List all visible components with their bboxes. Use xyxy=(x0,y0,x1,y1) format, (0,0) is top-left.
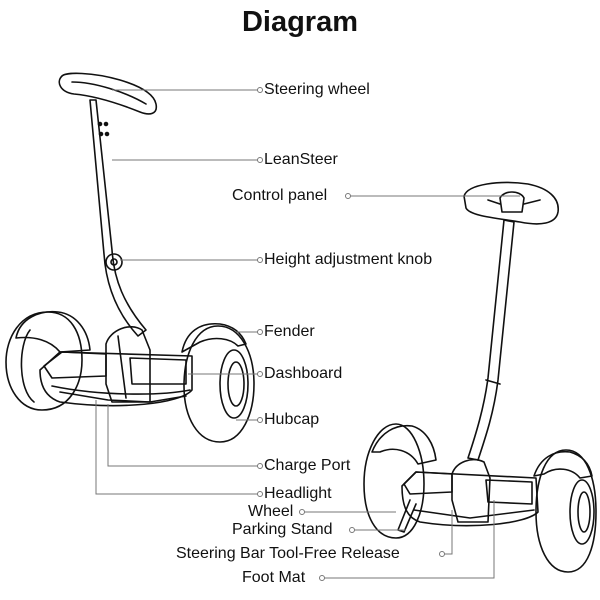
left-scooter xyxy=(5,72,255,443)
left-column-line xyxy=(117,335,127,399)
leader-foot-mat xyxy=(322,500,495,579)
label-parking-stand: Parking Stand xyxy=(232,521,333,538)
left-front-fender xyxy=(181,323,247,353)
leader-dot xyxy=(439,551,445,557)
right-parking-stand xyxy=(397,499,417,533)
right-control-panel xyxy=(499,191,525,213)
label-charge-port: Charge Port xyxy=(264,457,351,474)
left-height-knob-center xyxy=(110,258,118,266)
label-hubcap: Hubcap xyxy=(264,411,320,428)
right-rear-wheel xyxy=(363,423,425,539)
leader-dot xyxy=(345,193,351,199)
right-front-wheel xyxy=(535,449,597,573)
right-foot-mat-r xyxy=(485,479,533,505)
label-dashboard: Dashboard xyxy=(264,365,343,382)
leader-dot xyxy=(319,575,325,581)
label-leansteer: LeanSteer xyxy=(264,151,338,168)
right-pole-joint xyxy=(485,379,501,385)
leader-dot xyxy=(257,463,263,469)
label-height-adjustment-knob: Height adjustment knob xyxy=(264,251,433,268)
diagram-title: Diagram xyxy=(241,6,359,38)
left-hubcap xyxy=(219,349,249,419)
leader-dot xyxy=(257,329,263,335)
leader-dot xyxy=(257,257,263,263)
left-rear-wheel xyxy=(5,311,83,411)
pole-hole xyxy=(97,121,103,127)
left-light-bar xyxy=(59,391,187,403)
leader-dot xyxy=(257,87,263,93)
leader-charge-port xyxy=(107,404,258,467)
right-front-fender xyxy=(533,450,593,479)
leader-dot xyxy=(257,417,263,423)
label-control-panel: Control panel xyxy=(232,187,328,204)
leader-dot xyxy=(349,527,355,533)
left-deck-body xyxy=(39,351,193,407)
label-foot-mat: Foot Mat xyxy=(242,569,306,586)
left-foot-mat-r xyxy=(129,357,187,385)
left-height-knob xyxy=(105,253,123,271)
pole-hole xyxy=(104,131,110,137)
leader-dot xyxy=(299,509,305,515)
right-light-bar xyxy=(413,509,535,519)
left-steering-wheel-inner xyxy=(71,81,147,105)
label-steering-bar-release: Steering Bar Tool-Free Release xyxy=(176,545,400,562)
left-dashboard-strip xyxy=(51,385,191,395)
left-front-wheel xyxy=(183,325,255,443)
right-hubcap-inner xyxy=(577,491,591,533)
right-panel-spokes xyxy=(487,199,541,205)
left-rear-fender xyxy=(15,310,91,353)
left-hubcap-inner xyxy=(227,361,245,407)
leader-dot xyxy=(257,371,263,377)
right-rear-fender xyxy=(371,424,437,465)
leader-headlight xyxy=(95,400,258,495)
label-headlight: Headlight xyxy=(264,485,332,502)
pole-hole xyxy=(103,121,109,127)
left-knee-column xyxy=(105,326,151,403)
leader-dot xyxy=(257,491,263,497)
left-rear-tire-inner xyxy=(20,329,35,403)
left-steering-wheel xyxy=(58,72,158,115)
leader-dot xyxy=(257,157,263,163)
label-steering-wheel: Steering wheel xyxy=(264,81,370,98)
label-wheel: Wheel xyxy=(248,503,294,520)
leader-steering-release xyxy=(442,510,453,555)
right-scooter xyxy=(363,181,597,573)
label-fender: Fender xyxy=(264,323,315,340)
right-steering-wheel xyxy=(463,181,559,225)
right-steering-pole xyxy=(467,219,515,461)
right-hubcap xyxy=(569,479,595,545)
pole-hole xyxy=(98,131,104,137)
